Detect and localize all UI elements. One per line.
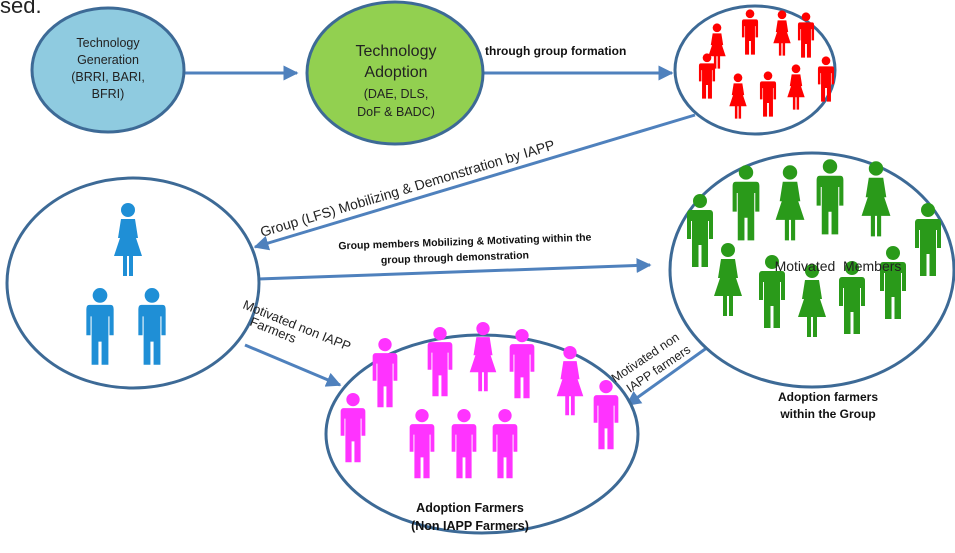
- technology-generation-node: [30, 6, 186, 134]
- lfs-group-people: [86, 203, 166, 365]
- arrow-members-to-non-iapp: [625, 340, 716, 407]
- members-mobilizing-line-1: Group members Mobilizing & Motivating wi…: [338, 232, 592, 253]
- red-person-5: [698, 53, 716, 99]
- pink-person-10: [492, 408, 518, 479]
- blue-person-3: [138, 288, 166, 365]
- motivated-non-iapp-right-label: Motivated non IAPP farmers: [609, 330, 693, 396]
- green-person-3: [816, 159, 844, 235]
- pink-person-6: [593, 379, 619, 450]
- generation-line-4: BFRI): [92, 87, 125, 101]
- motivated-non-iapp-left-label: Motivated non IAPP Farmers: [241, 297, 353, 354]
- pink-person-7: [340, 392, 366, 463]
- adoption-line-3: (DAE, DLS,: [364, 87, 429, 101]
- pink-person-3: [469, 321, 497, 392]
- red-person-6: [729, 73, 747, 119]
- adoption-farmers-group-caption: Adoption farmers within the Group: [778, 390, 878, 421]
- green-person-8: [759, 255, 785, 328]
- arrow-lfs-group-to-members: [257, 257, 652, 281]
- pink-person-5: [556, 345, 584, 416]
- group-caption-line-2: within the Group: [779, 407, 875, 421]
- motivated-members-label: Motivated Members: [775, 258, 902, 274]
- group-formation-label: through group formation: [485, 44, 626, 58]
- green-person-1: [732, 165, 760, 241]
- red-person-3: [773, 10, 791, 56]
- motivated-members-people: [687, 159, 941, 337]
- arrow-lfs-group-to-non-iapp: [244, 343, 342, 387]
- red-group-people: [698, 9, 835, 119]
- red-person-4: [797, 12, 815, 58]
- pink-person-9: [451, 408, 477, 479]
- members-mobilizing-label: Group members Mobilizing & Motivating wi…: [338, 232, 592, 267]
- lfs-group-circle: [5, 176, 261, 390]
- green-person-5: [687, 194, 713, 267]
- technology-adoption-node: [305, 0, 485, 146]
- generation-line-3: (BRRI, BARI,: [71, 70, 145, 84]
- green-person-4: [861, 161, 891, 237]
- members-mobilizing-line-2: group through demonstration: [381, 249, 529, 266]
- green-person-7: [714, 243, 742, 316]
- blue-person-2: [86, 288, 114, 365]
- arrows: [184, 65, 716, 407]
- pink-person-1: [372, 337, 398, 408]
- adoption-farmers-non-iapp-caption: Adoption Farmers (Non IAPP Farmers): [411, 501, 529, 533]
- lfs-mobilizing-label: Group (LFS) Mobilizing & Demonstration b…: [258, 136, 556, 239]
- generation-line-1: Technology: [76, 36, 140, 50]
- adoption-line-1: Technology: [356, 43, 437, 60]
- green-person-9: [798, 264, 826, 337]
- red-person-1: [708, 23, 726, 69]
- technology-adoption-label: Technology Adoption (DAE, DLS, DoF & BAD…: [356, 43, 437, 119]
- adoption-line-4: DoF & BADC): [357, 105, 435, 119]
- red-person-9: [817, 56, 835, 102]
- red-person-8: [787, 64, 805, 110]
- pink-person-4: [509, 328, 535, 399]
- green-person-11: [880, 246, 906, 319]
- blue-person-1: [114, 203, 142, 276]
- green-person-10: [839, 261, 865, 334]
- arrow-red-group-to-lfs-group: [253, 113, 696, 251]
- cropped-fragment-text: sed.: [0, 0, 42, 18]
- red-person-2: [741, 9, 759, 55]
- non-iapp-people: [340, 321, 619, 479]
- non-iapp-caption-line-1: Adoption Farmers: [416, 501, 524, 515]
- pink-person-8: [409, 408, 435, 479]
- green-person-2: [775, 165, 805, 241]
- group-caption-line-1: Adoption farmers: [778, 390, 878, 404]
- non-iapp-caption-line-2: (Non IAPP Farmers): [411, 519, 529, 533]
- adoption-line-2: Adoption: [364, 64, 427, 81]
- technology-generation-label: Technology Generation (BRRI, BARI, BFRI): [71, 36, 145, 101]
- generation-line-2: Generation: [77, 53, 139, 67]
- green-person-6: [915, 203, 941, 276]
- pink-person-2: [427, 326, 453, 397]
- red-person-7: [759, 71, 777, 117]
